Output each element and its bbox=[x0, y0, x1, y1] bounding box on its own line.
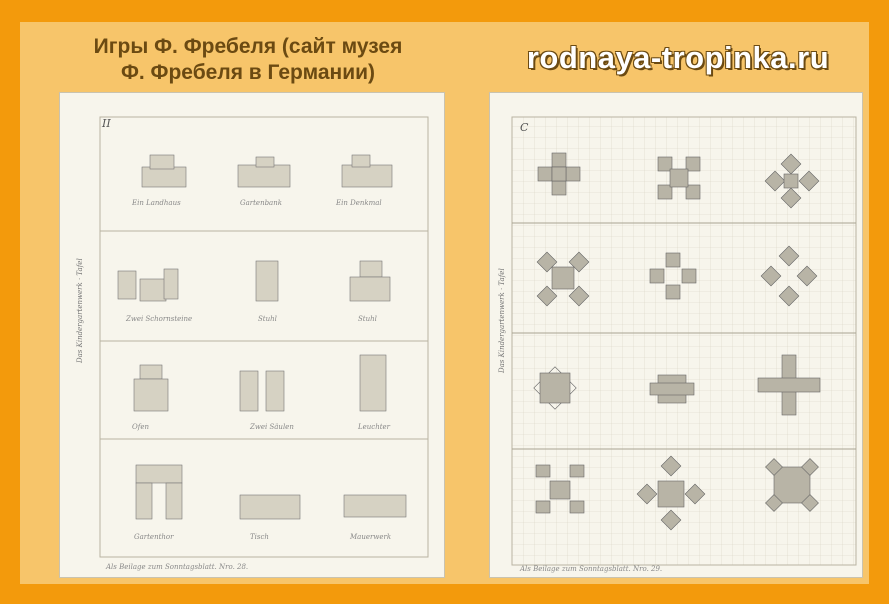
svg-text:Ofen: Ofen bbox=[132, 423, 149, 431]
svg-text:Zwei Säulen: Zwei Säulen bbox=[249, 423, 294, 431]
site-watermark: rodnaya-tropinka.ru bbox=[488, 40, 868, 76]
svg-text:Ein Landhaus: Ein Landhaus bbox=[131, 199, 181, 207]
left-plate-drawing: II Das Kindergartenwerk · Tafel Ein Land… bbox=[60, 93, 444, 577]
svg-text:Ein Denkmal: Ein Denkmal bbox=[335, 199, 382, 207]
svg-text:Gartenbank: Gartenbank bbox=[240, 199, 282, 207]
left-plate-footer: Als Beilage zum Sonntagsblatt. Nro. 28. bbox=[105, 563, 248, 571]
left-plate-image: II Das Kindergartenwerk · Tafel Ein Land… bbox=[60, 93, 444, 577]
right-plate-drawing: C Das Kindergartenwerk · Tafel bbox=[490, 93, 862, 577]
title-line-2: Ф. Фребеля в Германии) bbox=[28, 60, 468, 86]
svg-text:Leuchter: Leuchter bbox=[357, 423, 391, 431]
right-plate-image: C Das Kindergartenwerk · Tafel bbox=[490, 93, 862, 577]
title-line-1: Игры Ф. Фребеля (сайт музея bbox=[28, 34, 468, 60]
svg-text:Stuhl: Stuhl bbox=[258, 315, 277, 323]
svg-text:Tisch: Tisch bbox=[250, 533, 269, 541]
svg-text:Das Kindergartenwerk · Tafel: Das Kindergartenwerk · Tafel bbox=[76, 258, 84, 364]
right-plate-letter: C bbox=[520, 121, 529, 134]
left-plate-letter: II bbox=[101, 117, 111, 130]
slide-title: Игры Ф. Фребеля (сайт музея Ф. Фребеля в… bbox=[28, 34, 468, 86]
svg-text:Das Kindergartenwerk · Tafel: Das Kindergartenwerk · Tafel bbox=[498, 268, 506, 374]
svg-text:Zwei Schornsteine: Zwei Schornsteine bbox=[125, 315, 192, 323]
svg-text:Gartenthor: Gartenthor bbox=[134, 533, 174, 541]
right-plate-footer: Als Beilage zum Sonntagsblatt. Nro. 29. bbox=[519, 565, 662, 573]
svg-text:Mauerwerk: Mauerwerk bbox=[349, 533, 391, 541]
svg-text:Stuhl: Stuhl bbox=[358, 315, 377, 323]
